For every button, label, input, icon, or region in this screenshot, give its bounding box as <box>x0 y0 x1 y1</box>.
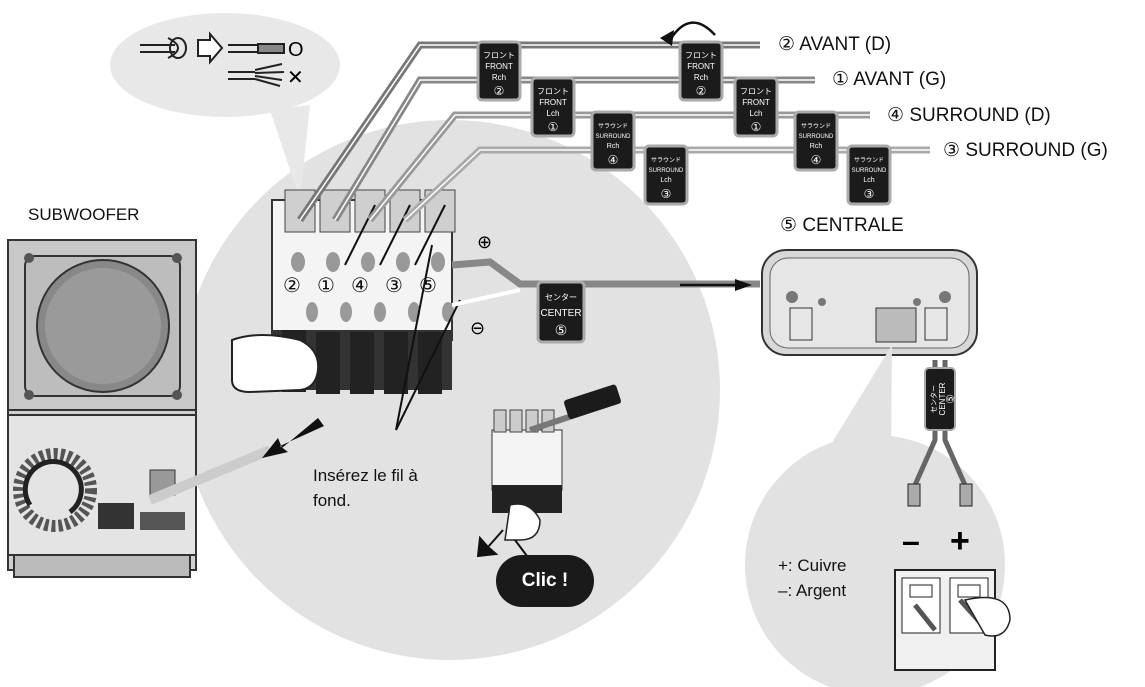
tag-front-l-side: Lch <box>547 109 560 118</box>
subwoofer-unit <box>7 239 197 578</box>
tag-front-r2-num: ② <box>696 84 707 98</box>
center-speaker <box>761 249 978 356</box>
tag-surround-r2-kana: サラウンド <box>801 122 831 130</box>
tag-front-l-kana: フロント <box>537 87 569 96</box>
tag-surround-l2-en: SURROUND <box>852 168 887 174</box>
terminal-closeup <box>894 569 1011 671</box>
channel-label-front-right: ② AVANT (D) <box>778 33 892 55</box>
wire-prep-bubble <box>110 13 340 117</box>
tag-center-num: ⑤ <box>555 323 568 339</box>
tag-surround-l-side: Lch <box>660 177 671 184</box>
terminal-block <box>271 189 456 394</box>
tag-front-r-kana: フロント <box>483 51 515 60</box>
terminal-number-2: ① <box>317 273 335 297</box>
tag-front-r2-side: Rch <box>694 73 708 82</box>
terminal-minus-mark: ⊖ <box>470 318 485 339</box>
speaker-wires <box>297 41 930 307</box>
hand-illustration <box>231 334 320 394</box>
tag-surround-l2-kana: サラウンド <box>854 156 884 164</box>
tag-surround-r-num: ④ <box>608 153 619 167</box>
terminal-plus-mark: ⊕ <box>477 232 492 253</box>
tag-center-kana: センター <box>545 293 577 302</box>
channel-label-surround-right: ④ SURROUND (D) <box>887 104 1051 126</box>
subwoofer-label: SUBWOOFER <box>28 205 140 224</box>
terminal-number-5: ⑤ <box>419 273 437 297</box>
tag-front-l-num: ① <box>548 120 559 134</box>
terminal-number-4: ③ <box>385 273 403 297</box>
tag-surround-r2-side: Rch <box>810 143 823 150</box>
wire-prep-bad-mark: ✕ <box>287 67 304 89</box>
tag-front-r-en: FRONT <box>485 62 513 71</box>
channel-label-surround-left: ③ SURROUND (G) <box>943 139 1108 161</box>
tag-front-r2-en: FRONT <box>687 62 715 71</box>
tag-surround-r2-en: SURROUND <box>799 134 834 140</box>
terminal-number-3: ④ <box>351 273 369 297</box>
tag-surround-l-kana: サラウンド <box>651 156 681 164</box>
tag-surround-l2-side: Lch <box>863 177 874 184</box>
tag-front-l-en: FRONT <box>539 98 567 107</box>
tag-surround-r2-num: ④ <box>811 153 822 167</box>
tag-surround-l-en: SURROUND <box>649 168 684 174</box>
wire-prep-icons <box>140 31 285 87</box>
tag-surround-l2-num: ③ <box>864 187 875 201</box>
tag-surround-r-kana: サラウンド <box>598 122 628 130</box>
plus-symbol: + <box>950 522 970 560</box>
tag-center2-num: ⑤ <box>944 394 957 404</box>
tag-front-r-num: ② <box>494 84 505 98</box>
tag-front-l2-kana: フロント <box>740 87 772 96</box>
tag-front-l2-en: FRONT <box>742 98 770 107</box>
channel-label-center: ⑤ CENTRALE <box>780 214 904 236</box>
legend-plus: +: Cuivre <box>778 556 847 575</box>
tag-center2-kana: センター <box>929 385 938 413</box>
tag-surround-r-en: SURROUND <box>596 134 631 140</box>
wire-ends <box>907 483 973 507</box>
legend-minus: –: Argent <box>778 581 847 600</box>
tag-front-r-side: Rch <box>492 73 506 82</box>
cable-tags <box>476 40 892 344</box>
wire-prep-good-mark: O <box>288 39 304 61</box>
click-callout: Clic ! <box>496 555 594 607</box>
tag-front-l2-side: Lch <box>750 109 763 118</box>
tag-front-r2-kana: フロント <box>685 51 717 60</box>
tag-center2-en: CENTER <box>938 382 947 415</box>
terminal-number-1: ② <box>283 273 301 297</box>
arrow-icon <box>262 418 324 458</box>
tag-surround-r-side: Rch <box>607 143 620 150</box>
minus-symbol: – <box>902 523 920 559</box>
channel-label-front-left: ① AVANT (G) <box>832 68 947 90</box>
insert-instruction: Insérez le fil à fond. <box>313 466 418 510</box>
tag-center-en: CENTER <box>540 308 581 319</box>
tag-front-l2-num: ① <box>751 120 762 134</box>
click-step-illustration <box>476 384 621 558</box>
tag-surround-l-num: ③ <box>661 187 672 201</box>
polarity-legend: +: Cuivre –: Argent <box>778 553 847 603</box>
